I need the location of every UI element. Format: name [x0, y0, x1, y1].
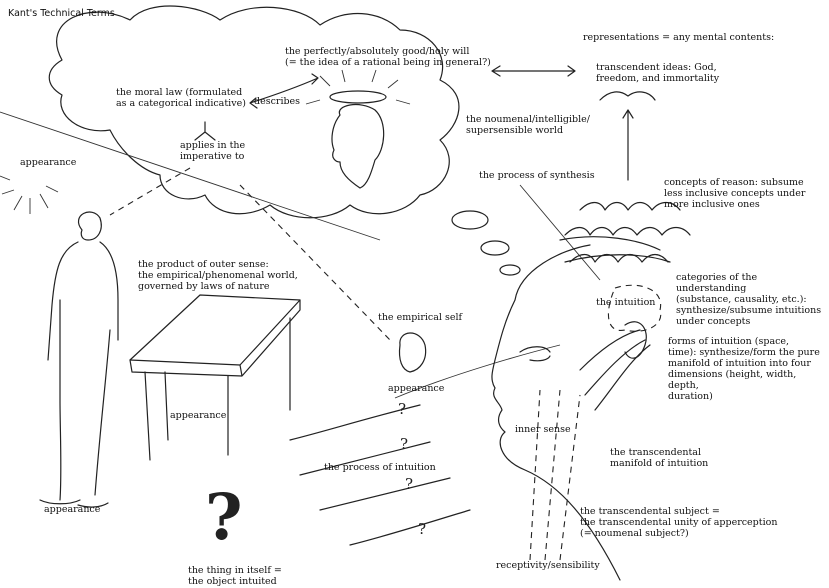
arrow-holy-to-ideas [491, 65, 576, 77]
standing-person-icon [39, 211, 119, 508]
label-the-intuition: the intuition [596, 297, 656, 308]
table-icon [129, 294, 301, 461]
label-holy-will: the perfectly/absolutely good/holy will … [285, 46, 491, 68]
applies-branch [194, 121, 216, 141]
label-receptivity: receptivity/sensibility [496, 560, 600, 571]
label-representations: representations = any mental contents: [583, 32, 775, 43]
thought-bubble-1 [451, 210, 489, 230]
label-appearance-table: appearance [170, 410, 227, 421]
small-question-mark-4: ? [418, 520, 427, 538]
horizon-line-upper [0, 111, 381, 241]
label-concepts-of-reason: concepts of reason: subsume less inclusi… [664, 177, 806, 210]
thought-bubble-2 [480, 240, 510, 256]
dashed-arrow-to-person [109, 167, 191, 216]
label-inner-sense: inner sense [515, 424, 571, 435]
concept-scallops [564, 201, 691, 263]
label-process-synthesis: the process of synthesis [479, 170, 595, 181]
arrow-up-to-ideas [622, 109, 634, 181]
arrow-describes [249, 73, 319, 109]
question-mark-icon: ? [205, 480, 243, 555]
intuition-region [607, 284, 662, 332]
sun-rays [0, 175, 59, 214]
label-forms-of-intuition: forms of intuition (space, time): synthe… [668, 336, 820, 402]
label-categories: categories of the understanding (substan… [676, 272, 822, 327]
synthesis-line [519, 184, 601, 281]
process-intuition-arrows [289, 404, 471, 546]
label-appearance-head: appearance [388, 383, 445, 394]
halo-head-icon [305, 69, 411, 189]
horizon-line-lower [394, 344, 561, 399]
small-question-mark-1: ? [398, 400, 407, 418]
diagram-title: Kant's Technical Terms [8, 8, 115, 19]
intuition-arrows [579, 329, 651, 411]
label-product-outer-sense: the product of outer sense: the empirica… [138, 259, 298, 292]
thought-bubble-3 [499, 264, 521, 276]
label-describes: describes [254, 96, 301, 107]
receptivity-lines [529, 389, 581, 561]
label-applies: applies in the imperative to [180, 140, 246, 162]
label-process-intuition: the process of intuition [324, 462, 436, 473]
label-appearance-top: appearance [20, 157, 77, 168]
small-question-mark-3: ? [405, 475, 414, 493]
brace-transcendent [599, 91, 656, 101]
thought-cloud-icon [48, 5, 460, 219]
small-question-mark-2: ? [400, 435, 409, 453]
label-transcendent-ideas: transcendent ideas: God, freedom, and im… [596, 62, 720, 84]
dashed-arrow-to-selfhead [239, 184, 391, 341]
label-empirical-self: the empirical self [378, 312, 463, 323]
label-appearance-person: appearance [44, 504, 101, 515]
label-moral-law: the moral law (formulated as a categoric… [116, 87, 246, 109]
label-noumenal-world: the noumenal/intelligible/ supersensible… [466, 114, 590, 136]
small-head-icon [398, 332, 427, 373]
label-thing-in-itself: the thing in itself = the object intuite… [188, 565, 282, 587]
label-transcendental-manifold: the transcendental manifold of intuition [610, 447, 709, 469]
label-transcendental-subject: the transcendental subject = the transce… [580, 506, 778, 539]
